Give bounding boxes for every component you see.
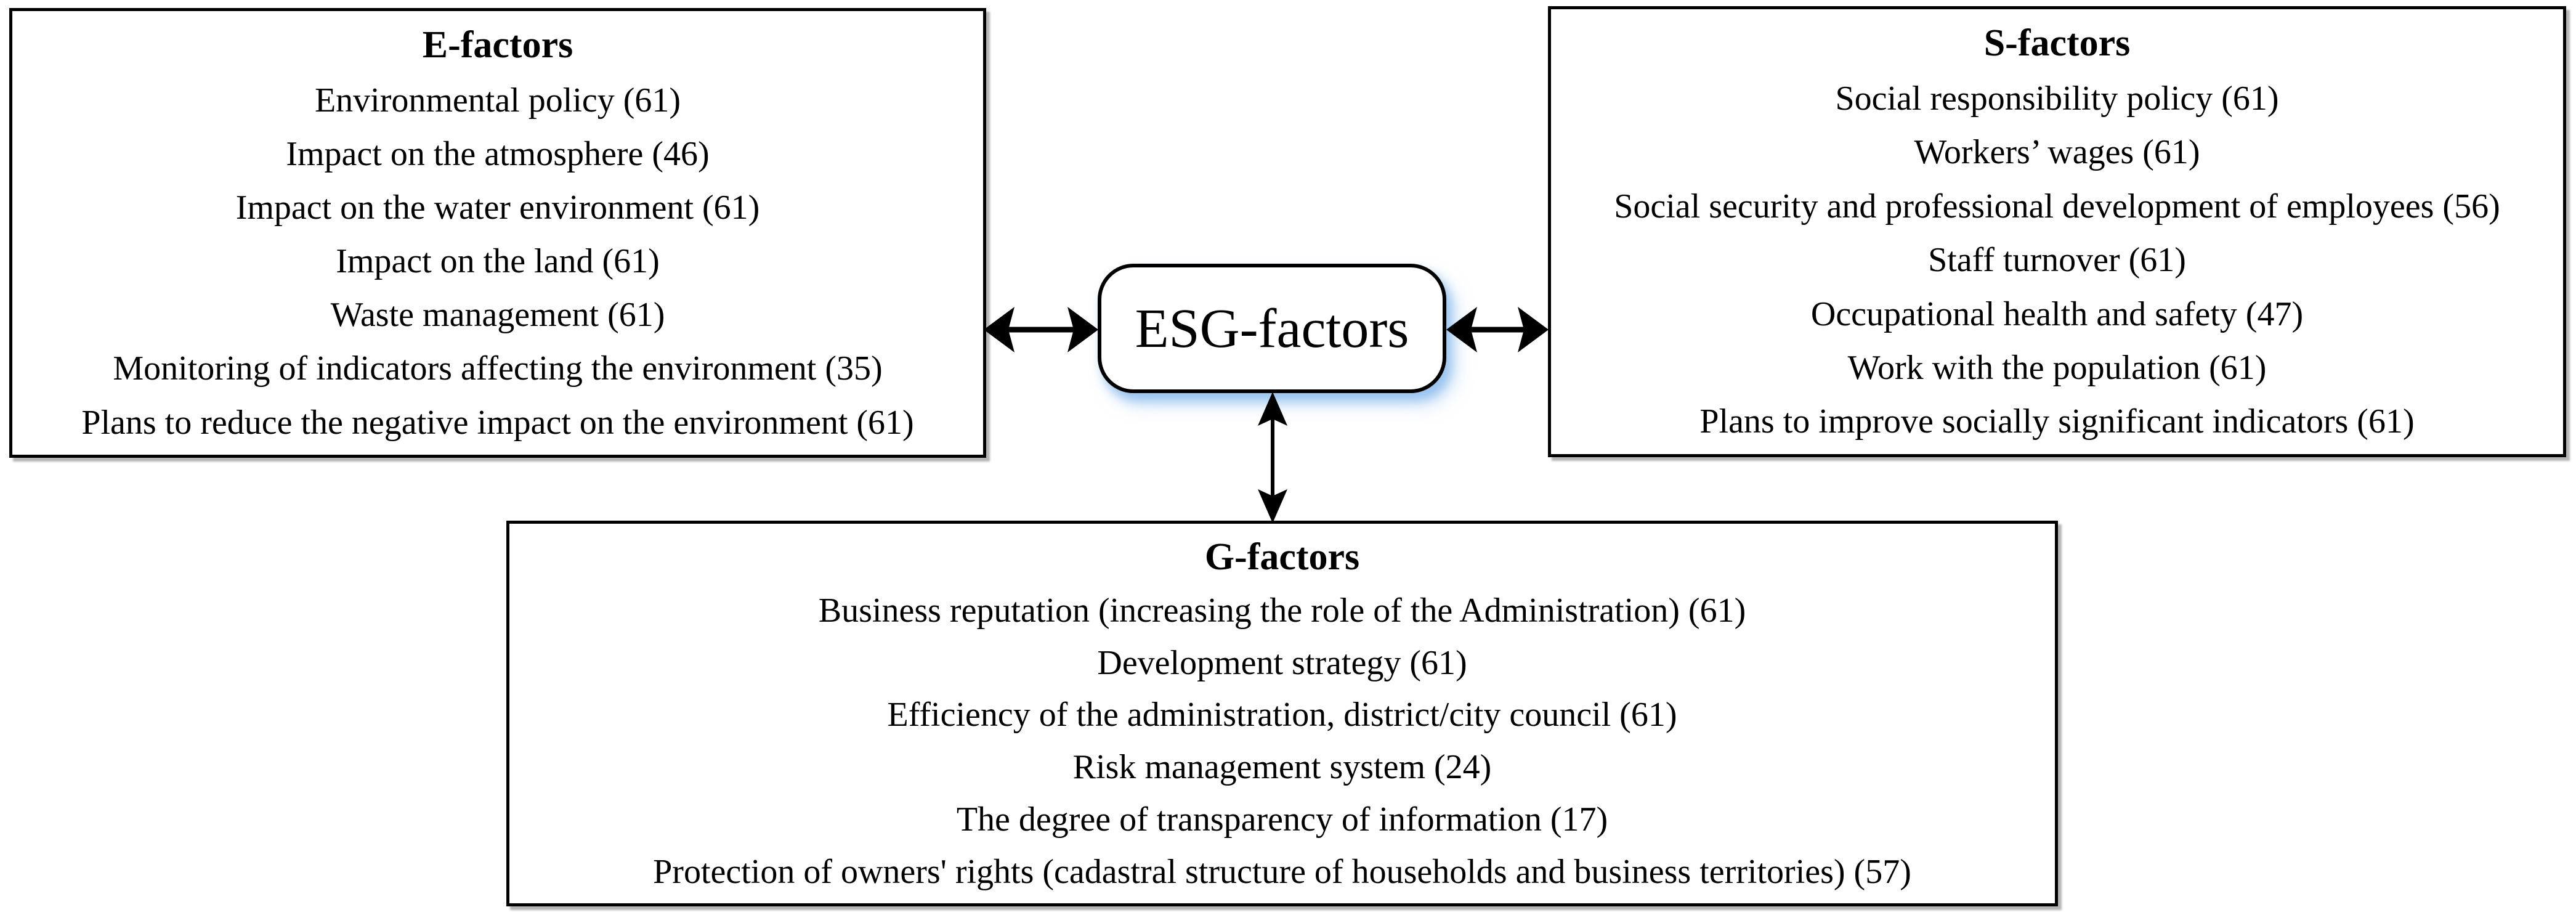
s-factors-box: S-factors Social responsibility policy (…: [1548, 6, 2566, 457]
s-factor-item: Occupational health and safety (47): [1810, 295, 2304, 333]
g-factors-title: G-factors: [1204, 535, 1360, 578]
vertical-double-arrow-icon: [1258, 392, 1287, 523]
g-factor-item: The degree of transparency of informatio…: [956, 800, 1608, 839]
e-factor-item: Impact on the water environment (61): [235, 188, 760, 227]
esg-center-label: ESG-factors: [1135, 298, 1409, 359]
g-factors-box: G-factors Business reputation (increasin…: [506, 521, 2058, 906]
esg-center-node: ESG-factors: [1098, 264, 1446, 393]
s-factor-item: Social responsibility policy (61): [1835, 79, 2279, 118]
right-double-arrow-icon: [1446, 307, 1549, 352]
g-factor-item: Risk management system (24): [1072, 748, 1492, 787]
e-factor-item: Impact on the atmosphere (46): [286, 134, 710, 173]
e-factors-box: E-factors Environmental policy (61) Impa…: [9, 8, 986, 458]
e-factor-item: Impact on the land (61): [336, 242, 660, 281]
e-factor-item: Waste management (61): [330, 296, 665, 335]
g-factor-item: Business reputation (increasing the role…: [818, 591, 1746, 630]
s-factor-item: Staff turnover (61): [1928, 241, 2186, 280]
g-factor-item: Efficiency of the administration, distri…: [887, 696, 1677, 734]
s-factor-item: Workers’ wages (61): [1914, 133, 2200, 172]
g-factor-item: Development strategy (61): [1097, 643, 1467, 682]
e-factor-item: Environmental policy (61): [314, 81, 681, 120]
s-factor-item: Social security and professional develop…: [1614, 187, 2500, 226]
e-factor-item: Monitoring of indicators affecting the e…: [113, 349, 883, 388]
s-factor-item: Plans to improve socially significant in…: [1699, 402, 2415, 441]
e-factors-title: E-factors: [422, 23, 573, 66]
e-factor-item: Plans to reduce the negative impact on t…: [81, 403, 914, 442]
s-factor-item: Work with the population (61): [1847, 349, 2267, 388]
left-double-arrow-icon: [984, 307, 1098, 352]
s-factors-title: S-factors: [1983, 22, 2131, 64]
g-factor-item: Protection of owners' rights (cadastral …: [653, 852, 1911, 891]
